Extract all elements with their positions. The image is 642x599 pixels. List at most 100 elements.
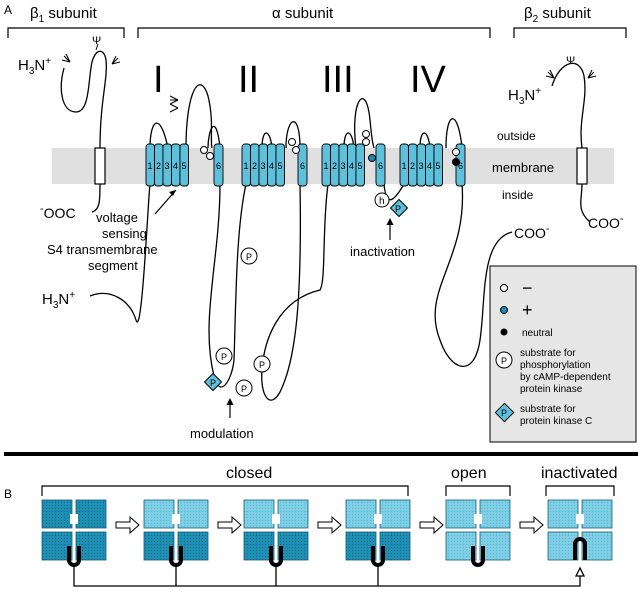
svg-text:by cAMP-dependent: by cAMP-dependent <box>520 372 611 383</box>
tm-segment <box>433 143 443 187</box>
channel-subunit <box>75 499 107 529</box>
svg-text:phosphorylation: phosphorylation <box>520 360 591 371</box>
channel-subunit <box>479 499 511 529</box>
channel-state-1 <box>143 499 209 567</box>
tm-segment-number: 1 <box>324 161 329 171</box>
channel-subunit <box>581 499 613 529</box>
pore <box>272 514 280 524</box>
gate-icon <box>169 546 183 567</box>
channel-subunit <box>41 499 73 529</box>
tm-segment-number: 2 <box>410 161 415 171</box>
tm-segment-number: 4 <box>349 161 354 171</box>
pore <box>474 514 482 524</box>
channel-subunit <box>547 499 579 529</box>
svg-text:P: P <box>501 408 507 418</box>
tm-segment-6 <box>213 143 224 187</box>
tm-segment-number: 6 <box>216 161 221 171</box>
charge-markers <box>200 130 460 166</box>
svg-text:inactivated: inactivated <box>541 465 618 482</box>
svg-text:P: P <box>259 360 265 370</box>
legend-pka-icon <box>495 351 513 369</box>
tm-segment-number: 6 <box>378 161 383 171</box>
alpha-header: α subunit <box>137 5 491 38</box>
tm-segment-number: 3 <box>165 161 170 171</box>
tm-segment-6 <box>375 143 386 187</box>
svg-text:substrate for: substrate for <box>520 404 576 415</box>
svg-text:-OOC: -OOC <box>40 203 76 221</box>
tm-segment-number: 5 <box>436 161 441 171</box>
svg-text:P: P <box>221 352 227 362</box>
pore <box>374 514 382 524</box>
legend-neutral-icon <box>500 328 508 336</box>
panel-divider <box>4 452 638 456</box>
channel-subunit <box>243 499 275 529</box>
glyco-icon-beta2: Ψ <box>566 55 575 67</box>
beta2-header: β2 subunit <box>513 5 627 38</box>
legend: − + neutral P substrate for phosphorylat… <box>489 265 637 443</box>
transition-arrow-icon <box>519 515 544 535</box>
legend-minus: − <box>522 278 533 298</box>
gate-icon <box>67 546 81 567</box>
svg-text:inactivation: inactivation <box>350 244 415 259</box>
tm-segment-number: 3 <box>419 161 424 171</box>
beta1-header: β1 subunit <box>7 5 125 38</box>
membrane-label: membrane <box>492 160 554 175</box>
svg-text:β1 subunit: β1 subunit <box>30 5 98 25</box>
tm-segment-number: 2 <box>332 161 337 171</box>
gate-icon <box>471 546 485 567</box>
inside-label: inside <box>502 188 534 202</box>
svg-text:H3N+: H3N+ <box>18 56 51 77</box>
channel-state-3 <box>345 499 411 567</box>
open-bracket: open <box>445 465 511 496</box>
svg-text:P: P <box>210 378 216 388</box>
channel-subunit <box>177 499 209 529</box>
svg-text:substrate for: substrate for <box>520 348 576 359</box>
channel-subunit <box>143 499 175 529</box>
svg-text:closed: closed <box>226 465 272 482</box>
tm-segment-number: 1 <box>148 161 153 171</box>
svg-text:COO-: COO- <box>588 213 624 231</box>
closed-bracket: closed <box>41 465 409 496</box>
inactivation-label: inactivation <box>350 218 415 259</box>
tm-segment-number: 5 <box>182 161 187 171</box>
svg-text:open: open <box>451 465 487 482</box>
beta2-subunit: H3N+ Ψ COO- <box>508 55 624 231</box>
tm-segment-number: 3 <box>341 161 346 171</box>
channel-subunit <box>445 499 477 529</box>
domain-label-I: I <box>153 59 164 101</box>
legend-plus: + <box>522 300 533 320</box>
inactivation-particle: h P <box>374 192 409 218</box>
tm-segment-number: 2 <box>156 161 161 171</box>
transition-arrow-icon <box>317 515 342 535</box>
svg-text:β2 subunit: β2 subunit <box>524 5 592 25</box>
gate-icon <box>573 537 587 560</box>
tm-segment <box>355 143 365 187</box>
channel-states <box>41 499 613 567</box>
channel-state-4 <box>445 499 511 567</box>
tm-segment-number: 5 <box>358 161 363 171</box>
glyco-tree-icon <box>169 95 179 113</box>
inactivated-bracket: inactivated <box>541 465 618 496</box>
tm-segment-number: 6 <box>300 161 305 171</box>
svg-text:h: h <box>379 196 385 207</box>
legend-plus-icon <box>500 306 508 314</box>
domain-label-II: II <box>238 59 259 101</box>
phospho-sites <box>203 247 271 397</box>
panel-a-letter: A <box>4 3 12 17</box>
tm-segment-number: 6 <box>458 161 463 171</box>
beta2-tm-segment <box>576 147 588 185</box>
glyco-icon: Ψ <box>92 35 101 47</box>
modulation-label: modulation <box>190 398 254 441</box>
tm-segment-6 <box>297 143 308 187</box>
tm-segment-number: 4 <box>173 161 178 171</box>
channel-subunit <box>379 499 411 529</box>
transition-arrow-icon <box>115 515 140 535</box>
panel-b-letter: B <box>4 487 12 501</box>
svg-text:P: P <box>246 252 252 262</box>
tm-segment-number: 1 <box>244 161 249 171</box>
phospho-labels: P P P P P <box>210 252 265 394</box>
channel-subunit <box>277 499 309 529</box>
channel-state-2 <box>243 499 309 567</box>
